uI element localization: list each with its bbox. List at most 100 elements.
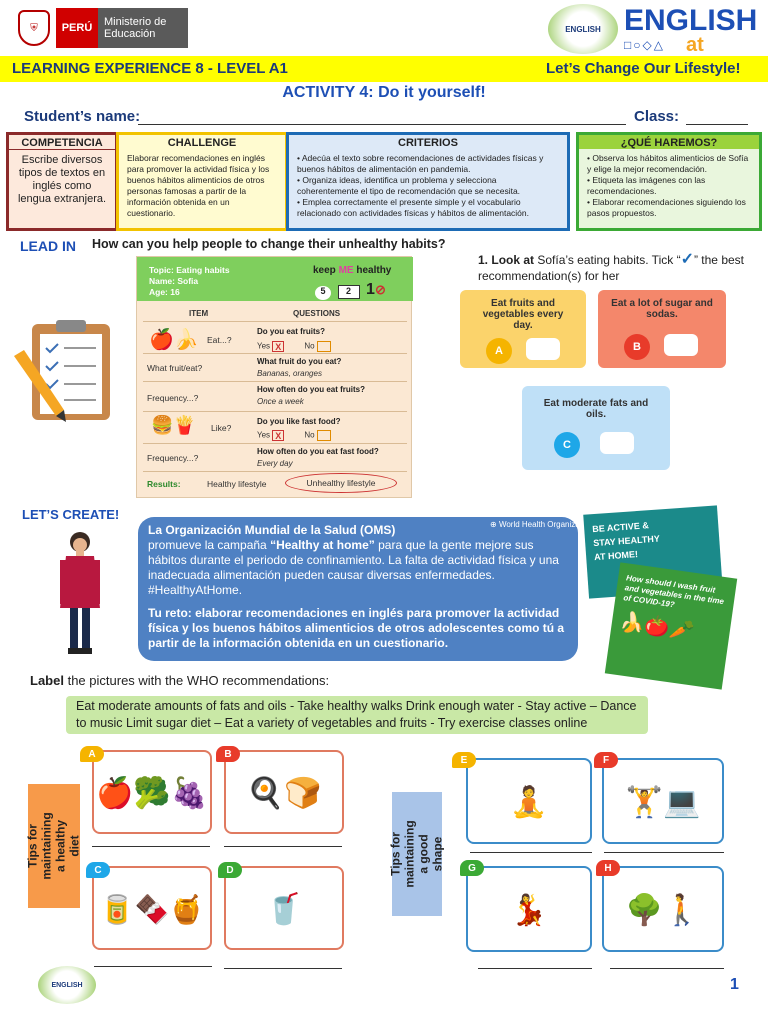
criterios-box: CRITERIOS Adecúa el texto sobre recomend… xyxy=(286,132,570,231)
tag-b: B xyxy=(216,746,240,762)
challenge-title: CHALLENGE xyxy=(167,137,237,149)
list-item: Adecúa el texto sobre recomendaciones de… xyxy=(297,153,559,175)
table-cell: Eat...? xyxy=(207,335,232,345)
table-cell: Once a week xyxy=(257,397,304,406)
class-field[interactable] xyxy=(686,124,748,125)
criterios-title: CRITERIOS xyxy=(398,137,458,149)
table-cell: How often do you eat fruits? xyxy=(257,385,365,394)
list-item: Elaborar recomendaciones siguiendo los p… xyxy=(587,197,751,219)
label-instruction: Label the pictures with the WHO recommen… xyxy=(30,673,330,688)
tick-box-a[interactable] xyxy=(526,338,560,360)
answer-line-d[interactable] xyxy=(224,968,342,969)
col-questions: QUESTIONS xyxy=(293,309,341,318)
activity-title: ACTIVITY 4: Do it yourself! xyxy=(282,84,486,101)
picture-f: 🏋️💻 xyxy=(602,758,724,844)
who-logo: ⊕ World Health Organization xyxy=(490,520,593,529)
banner xyxy=(0,56,768,82)
clipboard-icon xyxy=(14,320,110,422)
peru-logo: ⛨ PERÚ Ministerio de Educación xyxy=(18,8,190,48)
picture-h: 🌳🚶 xyxy=(602,866,724,952)
tag-g: G xyxy=(460,860,484,876)
picture-c: 🥫🍫🍯 xyxy=(92,866,212,950)
survey-card: Topic: Eating habits Name: Sofia Age: 16… xyxy=(136,256,413,498)
tick-box-c[interactable] xyxy=(600,432,634,454)
table-cell: Do you eat fruits? xyxy=(257,327,326,336)
survey-age: Age: 16 xyxy=(149,287,180,297)
answer-line-b[interactable] xyxy=(224,846,342,847)
student-name-field[interactable] xyxy=(138,124,626,125)
globe-icon: ENGLISH xyxy=(548,4,618,54)
english-at-home-footer-logo: ENGLISH xyxy=(38,966,96,1004)
shapes-icon: □○◇△ xyxy=(624,38,665,52)
table-cell: Frequency...? xyxy=(147,453,199,463)
page-number: 1 xyxy=(730,976,739,993)
table-cell: What fruit/eat? xyxy=(147,363,203,373)
girl-illustration xyxy=(60,532,100,654)
tag-h: H xyxy=(596,860,620,876)
lead-in-question: How can you help people to change their … xyxy=(92,237,446,251)
unhealthy-lifestyle: Unhealthy lifestyle xyxy=(285,473,397,493)
results-label: Results: xyxy=(147,479,181,489)
competencia-box: COMPETENCIA Escribe diversos tipos de te… xyxy=(6,132,118,231)
picture-b: 🍳🍞 xyxy=(224,750,344,834)
picture-a: 🍎🥦🍇 xyxy=(92,750,212,834)
banner-left: LEARNING EXPERIENCE 8 - LEVEL A1 xyxy=(12,60,288,77)
keep-me-healthy: keep ME healthy xyxy=(313,265,392,276)
lead-in-heading: LEAD IN xyxy=(20,238,76,254)
healthy-lifestyle: Healthy lifestyle xyxy=(207,479,267,489)
list-item: Emplea correctamente el presente simple … xyxy=(297,197,559,219)
check-icon: ✓ xyxy=(680,251,694,268)
peru-shield-icon: ⛨ xyxy=(18,10,50,46)
recommendation-b: Eat a lot of sugar and sodas. B xyxy=(598,290,726,368)
answer-yes-no: Yes X No xyxy=(257,341,331,352)
tick-box-b[interactable] xyxy=(664,334,698,356)
fruit-bowl-icon: 🍎🍌 xyxy=(149,329,199,351)
good-shape-side-label: Tips for maintaining a good shape xyxy=(389,792,445,916)
survey-counters: 5 2 1⊘ xyxy=(315,281,386,300)
answer-yes-no: Yes X No xyxy=(257,430,331,441)
student-name-label: Student’s name: xyxy=(24,108,141,125)
english-at-home-logo: ENGLISH ENGLISH □○◇△ at home xyxy=(548,4,762,79)
table-cell: What fruit do you eat? xyxy=(257,357,342,366)
tag-a: A xyxy=(80,746,104,762)
competencia-title: COMPETENCIA xyxy=(9,135,115,150)
fast-food-icon: 🍔🍟 xyxy=(151,415,196,435)
haremos-list: Observa los hábitos alimenticios de Sofí… xyxy=(579,149,759,223)
tag-e: E xyxy=(452,752,476,768)
challenge-box: CHALLENGE Elaborar recomendaciones en in… xyxy=(116,132,288,231)
competencia-text: Escribe diversos tipos de textos en ingl… xyxy=(17,154,107,205)
globe-icon: ⊕ xyxy=(490,520,497,529)
answer-line-a[interactable] xyxy=(92,846,210,847)
table-cell: Frequency...? xyxy=(147,393,199,403)
survey-header xyxy=(137,257,413,301)
recommendation-a: Eat fruits and vegetables every day. A xyxy=(460,290,586,368)
answer-line-c[interactable] xyxy=(94,966,212,967)
tag-c: C xyxy=(86,862,110,878)
answer-line-f[interactable] xyxy=(604,852,724,853)
wash-fruit-poster: How should I wash fruit and vegetables i… xyxy=(604,562,738,690)
haremos-title: ¿QUÉ HAREMOS? xyxy=(579,135,759,149)
table-cell: How often do you eat fast food? xyxy=(257,447,379,456)
tag-d: D xyxy=(218,862,242,878)
table-cell: Like? xyxy=(211,423,232,433)
criterios-list: Adecúa el texto sobre recomendaciones de… xyxy=(289,149,567,223)
list-item: Organiza ideas, identifica un problema y… xyxy=(297,175,559,197)
ministry-label: Ministerio de Educación xyxy=(98,8,188,48)
survey-topic: Topic: Eating habits xyxy=(149,265,230,275)
word-bank: Eat moderate amounts of fats and oils - … xyxy=(66,696,648,734)
recommendation-c: Eat moderate fats and oils. C xyxy=(522,386,670,470)
haremos-box: ¿QUÉ HAREMOS? Observa los hábitos alimen… xyxy=(576,132,762,231)
banner-right: Let’s Change Our Lifestyle! xyxy=(546,60,741,77)
answer-line-h[interactable] xyxy=(610,968,724,969)
brand-title: ENGLISH xyxy=(624,4,758,37)
picture-e: 🧘 xyxy=(466,758,592,844)
list-item: Etiqueta las imágenes con las recomendac… xyxy=(587,175,751,197)
survey-name: Name: Sofia xyxy=(149,276,199,286)
healthy-diet-side-label: Tips for maintaining a healthy diet xyxy=(26,784,82,908)
answer-line-e[interactable] xyxy=(470,852,592,853)
challenge-text: Elaborar recomendaciones en inglés para … xyxy=(127,153,270,218)
picture-g: 💃 xyxy=(466,866,592,952)
look-instruction: 1. Look at Sofía’s eating habits. Tick “… xyxy=(478,251,744,284)
answer-line-g[interactable] xyxy=(478,968,592,969)
table-cell: Every day xyxy=(257,459,293,468)
